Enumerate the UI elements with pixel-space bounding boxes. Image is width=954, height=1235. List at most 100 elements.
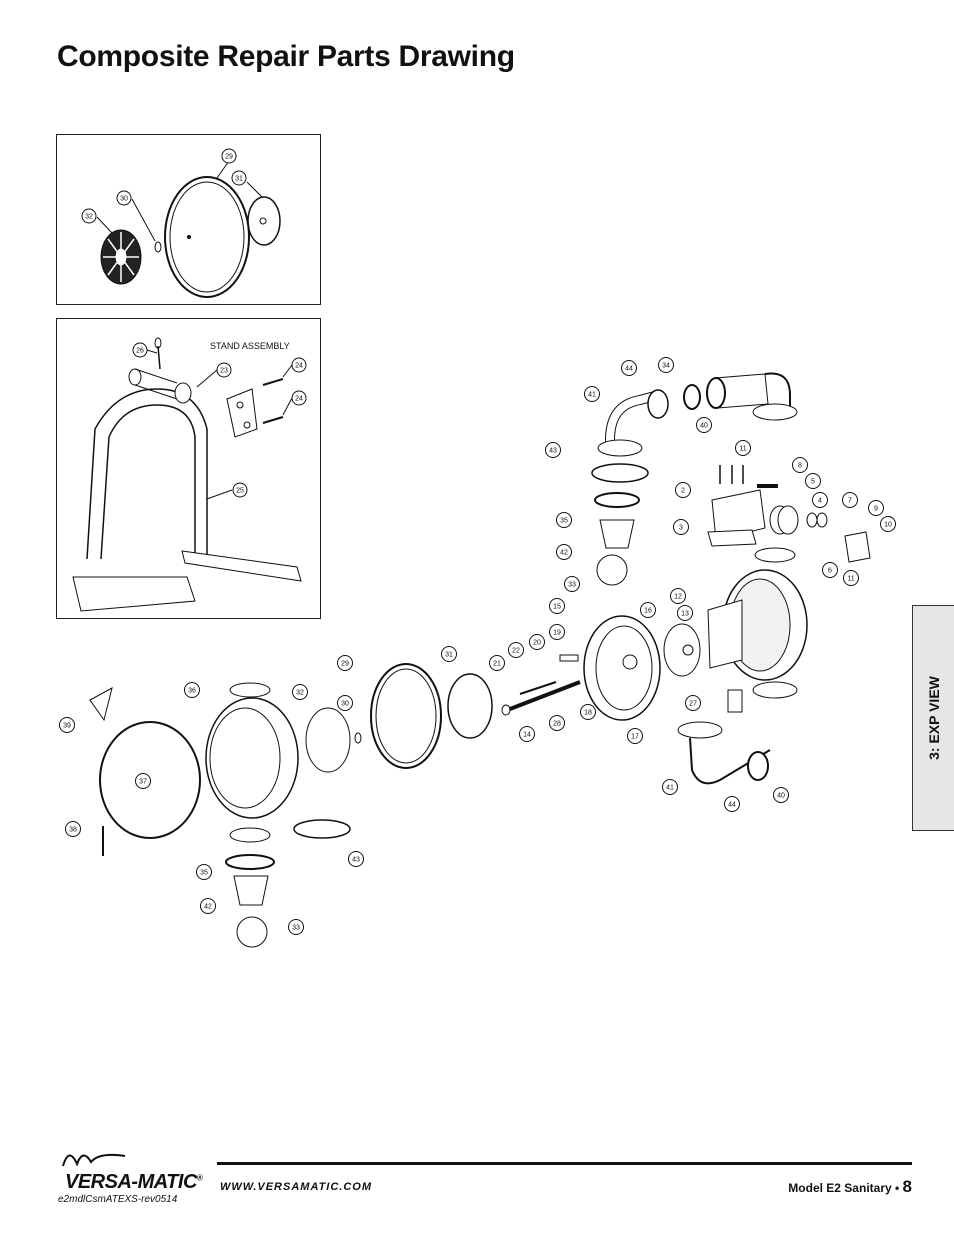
callout-bubble: [564, 576, 580, 592]
callout-bubble: [843, 570, 859, 586]
backup-diaphragm-part: [247, 196, 281, 246]
callout-bubble: [673, 519, 689, 535]
callout-bubble: [135, 773, 151, 789]
bolt-part: [262, 378, 284, 386]
model-name: Model E2 Sanitary •: [788, 1181, 903, 1195]
callout-label: 14: [523, 732, 531, 739]
outer-plate-part: [305, 707, 351, 773]
stand-callouts: 26 23 24 24 25: [132, 342, 307, 498]
page-title: Composite Repair Parts Drawing: [57, 40, 515, 73]
callout-bubble: [288, 919, 304, 935]
callout-bubble: [584, 386, 600, 402]
ball-part: [596, 554, 628, 586]
callout-bubble: [662, 779, 678, 795]
callout-bubble: [519, 726, 535, 742]
diaphragm-detail-inset: 29 31 30 32: [56, 134, 321, 305]
callout-label: 31: [235, 176, 243, 183]
shaft-part: [509, 680, 581, 711]
callout-label: 32: [85, 214, 93, 221]
stand-tube-part: [174, 382, 192, 404]
callout-bubble: [685, 695, 701, 711]
clamp-band-part: [99, 721, 201, 839]
callout-label: 23: [220, 368, 228, 375]
callout-label: 30: [120, 196, 128, 203]
ferrule-part: [597, 439, 643, 457]
callout-bubble: [805, 473, 821, 489]
callout-label: 9: [874, 506, 878, 513]
callout-label: 24: [295, 363, 303, 370]
stand-foot-right: [181, 550, 302, 582]
callout-label: 10: [884, 522, 892, 529]
ball-cage-part: [233, 875, 269, 906]
callout-bubble: [549, 624, 565, 640]
callout-label: 38: [69, 827, 77, 834]
callout-label: 21: [493, 661, 501, 668]
callout-label: 43: [352, 857, 360, 864]
callout-label: 42: [204, 904, 212, 911]
section-tab[interactable]: 3: EXP VIEW: [912, 605, 954, 831]
diaphragm-part: [370, 663, 442, 769]
ball-part: [236, 916, 268, 948]
callout-bubble: [549, 715, 565, 731]
gasket-part: [707, 529, 757, 547]
callout-bubble: [627, 728, 643, 744]
callout-label: 43: [549, 448, 557, 455]
footer-divider: [217, 1162, 912, 1165]
callout-label: 25: [236, 488, 244, 495]
callout-bubble: [489, 655, 505, 671]
diaphragm-detail-drawing: 29 31 30 32: [81, 148, 281, 298]
website-link[interactable]: WWW.VERSAMATIC.COM: [220, 1181, 373, 1193]
callout-label: 41: [588, 392, 596, 399]
callout-bubble: [65, 821, 81, 837]
inset-callouts: 29 31 30 32: [81, 148, 247, 224]
clamp-part: [293, 819, 351, 839]
callout-label: 7: [848, 498, 852, 505]
pin-part: [157, 345, 161, 370]
stand-frame-part: [86, 388, 208, 560]
callout-bubble: [348, 851, 364, 867]
clamp-part: [591, 463, 649, 483]
muffler-part: [727, 689, 743, 713]
pump-parts: [89, 372, 871, 948]
callout-label: 40: [700, 423, 708, 430]
elbow-part: [689, 737, 771, 785]
gasket-part: [683, 384, 701, 410]
callout-bubble: [580, 704, 596, 720]
callout-label: 13: [681, 611, 689, 618]
callout-bubble: [556, 544, 572, 560]
callout-bubble: [337, 655, 353, 671]
callout-label: 33: [292, 925, 300, 932]
gasket-part: [663, 623, 701, 677]
callout-label: 2: [681, 488, 685, 495]
callout-label: 17: [631, 734, 639, 741]
handle-part: [89, 687, 113, 722]
versamatic-logo: [62, 1153, 126, 1167]
callout-bubble: [868, 500, 884, 516]
callout-bubble: [337, 695, 353, 711]
callout-bubble: [549, 598, 565, 614]
callout-bubble: [696, 417, 712, 433]
callout-bubble: [880, 516, 896, 532]
callout-label: 12: [674, 594, 682, 601]
gasket-part: [225, 854, 275, 870]
backup-diaphragm-hole: [259, 217, 267, 225]
callout-label: 16: [644, 608, 652, 615]
callout-label: 36: [188, 688, 196, 695]
callout-bubble: [545, 442, 561, 458]
callout-bubble: [292, 684, 308, 700]
registered-mark: ®: [196, 1173, 203, 1183]
callout-bubble: [792, 457, 808, 473]
stand-assembly-caption: STAND ASSEMBLY: [210, 341, 290, 351]
callout-label: 24: [295, 396, 303, 403]
callout-bubble: [59, 717, 75, 733]
callout-label: 27: [689, 701, 697, 708]
gasket-part: [747, 751, 769, 781]
callout-label: 6: [828, 568, 832, 575]
callout-label: 42: [560, 550, 568, 557]
callout-bubble: [441, 646, 457, 662]
ball-cage-part: [599, 519, 635, 549]
callout-bubble: [621, 360, 637, 376]
callout-label: 44: [728, 802, 736, 809]
